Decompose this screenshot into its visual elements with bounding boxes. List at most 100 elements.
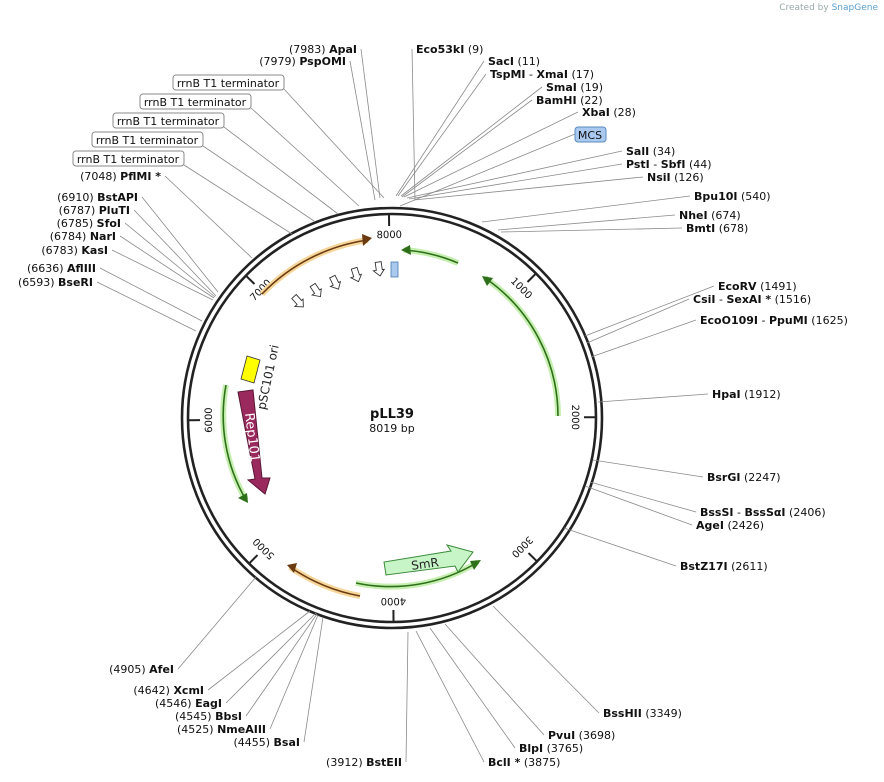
site-label: BssHII (3349) [603,707,682,720]
credit-created-by: Created by [779,3,829,13]
site-label: NsiI (126) [647,171,704,184]
backbone-outer [180,206,604,630]
site-label: (6783) KasI [41,244,108,257]
site-label: SacI (11) [488,55,540,68]
site-position: (4546) [155,697,192,710]
terminator-label-1: rrnB T1 terminator [177,77,280,90]
green-arc-2 [483,275,561,417]
snapgene-credit: Created by SnapGene [779,3,878,13]
terminator-leader-3 [223,126,339,215]
site-position: (1516) [775,293,812,306]
site-name: BlpI [519,742,543,755]
leader-39 [141,196,219,293]
site-label: (6910) BstAPI [57,191,138,204]
site-name: NsiI [647,171,671,184]
site-label: Bpu10I (540) [694,190,771,203]
site-position: (11) [517,55,540,68]
terminator-label-5: rrnB T1 terminator [77,153,180,166]
site-label: TspMI - XmaI (17) [490,68,594,81]
site-position: (3912) [326,756,363,769]
site-position: (4545) [175,710,212,723]
psc101-ori-feature [240,355,261,384]
site-label: (6784) NarI [50,230,116,243]
site-position: (6785) [57,217,94,230]
site-position: (3875) [524,756,561,769]
site-position: (674) [711,209,741,222]
site-label: (6787) PluTI [59,204,130,217]
site-separator: - [650,158,661,171]
terminator-label-3: rrnB T1 terminator [117,115,220,128]
site-name: SfoI [97,217,121,230]
site-label: AgeI (2426) [696,519,764,532]
orange-arc-top-line [261,239,369,295]
leader-9 [408,163,623,200]
leader-17 [597,393,709,403]
site-name: XcmI [173,684,204,697]
green-arc-1 [403,247,460,266]
leader-31 [207,610,311,691]
green-arc-4-head [238,493,248,503]
leader-13 [500,227,683,233]
site-position: (1491) [760,280,797,293]
leader-34 [99,267,203,322]
site-name: SmaI [546,81,577,94]
site-name: NmeAIII [217,723,266,736]
site-label: SalI (34) [626,145,675,158]
plasmid-name: pLL39 [370,407,414,422]
tick-label-8000: 8000 [376,230,402,241]
leader-38 [133,209,217,297]
site-label: (3912) BstEII [326,756,402,769]
site-label: BlpI (3765) [519,742,583,755]
leader-2 [411,48,416,201]
site-label: (4545) BbsI [175,710,242,723]
tick-label-2000: 2000 [569,405,580,430]
leader-27 [303,616,324,743]
leader-18 [592,459,704,478]
site-name: BsrGI [707,471,740,484]
rep101-feature [237,389,271,495]
site-position: (6787) [59,204,96,217]
site-name: HpaI [712,388,741,401]
site-name: BstEII [366,756,402,769]
site-label: CsiI - SexAI * (1516) [693,293,811,306]
site-position: (34) [653,145,676,158]
site-position: (44) [689,158,712,171]
terminator-arrows [291,261,386,308]
leader-5 [400,86,543,197]
leader-15 [586,298,690,344]
site-position: (540) [741,190,771,203]
site-position: (2406) [789,506,826,519]
site-name: PvuI [548,729,575,742]
site-name: TspMI [490,68,526,81]
site-name: Eco53kI [416,43,464,56]
site-label: (4546) EagI [155,697,222,710]
site-leader-lines [96,48,715,763]
tick-label-6000: 6000 [204,407,215,433]
site-name: SexAI * [726,293,771,306]
tick-label-4000: 4000 [381,595,407,606]
leader-0 [360,48,381,199]
leader-4 [397,73,487,197]
site-name: BssSαI [744,506,785,519]
terminator-arrow-1 [372,261,386,277]
site-label: EcoRV (1491) [718,280,797,293]
site-name: EcoRV [718,280,757,293]
terminator-label-2: rrnB T1 terminator [144,96,247,109]
leader-7 [403,111,579,198]
site-name: EagI [195,697,222,710]
site-position: (4455) [233,736,270,749]
leader-28 [269,614,319,730]
site-position: (1625) [811,314,848,327]
psc101-ori-label: pSC101 ori [254,343,281,410]
site-position: (2611) [731,560,768,573]
site-label: HpaI (1912) [712,388,781,401]
orange-arc-bottom-head [287,563,297,573]
tick-mark-3000 [527,552,538,563]
leader-24 [429,627,516,749]
site-name: BsaI [274,736,300,749]
leader-3 [395,60,485,197]
site-label: (7983) ApaI [289,43,357,56]
terminator-arrow-2 [349,266,363,283]
leader-32 [177,576,257,670]
